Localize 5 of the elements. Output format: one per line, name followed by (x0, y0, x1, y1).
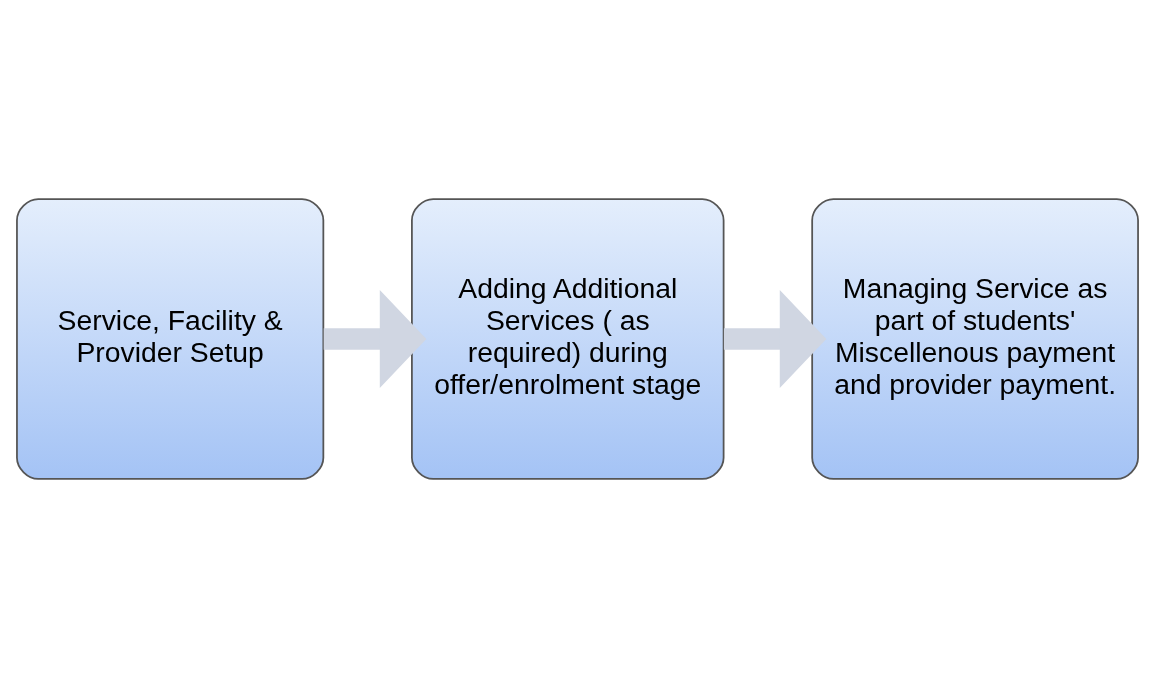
node-box: Adding Additional Services ( as required) during offer/enrolment stage (411, 198, 725, 480)
arrow (723, 290, 827, 388)
node-box: Service, Facility & Provider Setup (16, 198, 325, 480)
node-box: Managing Service as part of students' Miscellenous payment and provider payment. (811, 198, 1139, 480)
arrow (323, 290, 427, 388)
